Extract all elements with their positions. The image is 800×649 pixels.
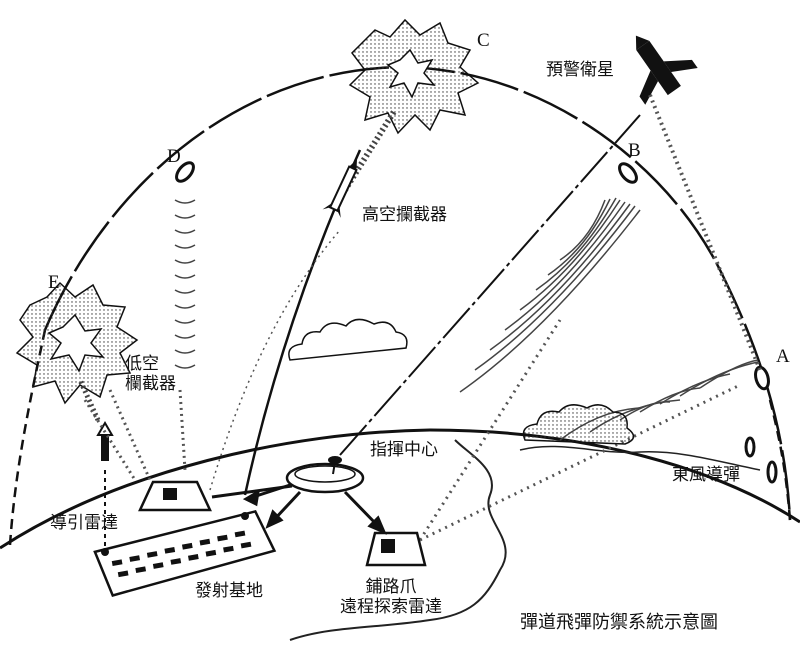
label-pave-paws-radar: 鋪路爪 遠程探索雷達 [340,577,442,617]
radar-waves-b [459,197,641,393]
label-guidance-radar: 導引雷達 [50,513,118,533]
satellite-beam [648,94,762,371]
low-interceptor-rocket [96,421,114,461]
ballistic-trajectory [43,66,792,521]
point-label-e: E [48,272,60,293]
label-command-center: 指揮中心 [370,440,438,460]
label-high-altitude-interceptor: 高空攔截器 [362,205,447,225]
guidance-radar [138,480,212,512]
explosion-e [15,281,139,405]
pave-paws-radar [365,531,427,567]
missile-launch-2 [766,460,778,484]
point-label-a: A [776,346,790,367]
label-low-interceptor-line1: 低空 [125,354,159,374]
launch-to-d-cone [178,389,187,471]
guidance-cone-e [83,389,152,481]
low-launch-point [101,548,109,556]
launch-point [241,512,249,520]
satellite-command-link [339,114,641,456]
command-links [211,483,387,535]
launch-base [93,509,277,597]
earth-horizon [0,428,800,550]
label-pave-paws-line1: 鋪路爪 [365,577,417,597]
coastline [289,439,507,641]
label-df-missile: 東風導彈 [672,465,740,485]
high-interceptor-path [243,149,362,496]
ascent-path [768,399,792,521]
point-label-c: C [477,30,490,51]
pave-paws-to-b [418,319,562,541]
missile-b [618,162,638,184]
label-launch-base: 發射基地 [195,581,263,601]
explosion-c [348,18,480,135]
coastline-east [519,445,761,471]
point-label-b: B [628,140,641,161]
point-label-d: D [167,146,181,167]
missile-d [175,161,195,183]
cloud-center [288,318,408,361]
diagram-caption: 彈道飛彈防禦系統示意圖 [520,612,718,633]
radar-waves-d [174,199,196,369]
label-early-warning-satellite: 預警衛星 [546,60,614,80]
label-low-interceptor-line2: 欄截器 [125,373,176,394]
early-warning-satellite [635,35,698,105]
label-low-altitude-interceptor: 低空 欄截器 [125,354,176,394]
command-center [285,456,365,494]
missile-a [754,365,770,391]
missile-launch [744,436,756,458]
low-interceptor-trail [77,378,101,422]
label-pave-paws-line2: 遠程探索雷達 [340,596,442,617]
cloud-right [522,404,635,445]
launch-curve-c [209,229,341,491]
high-interceptor-rocket [322,159,358,218]
